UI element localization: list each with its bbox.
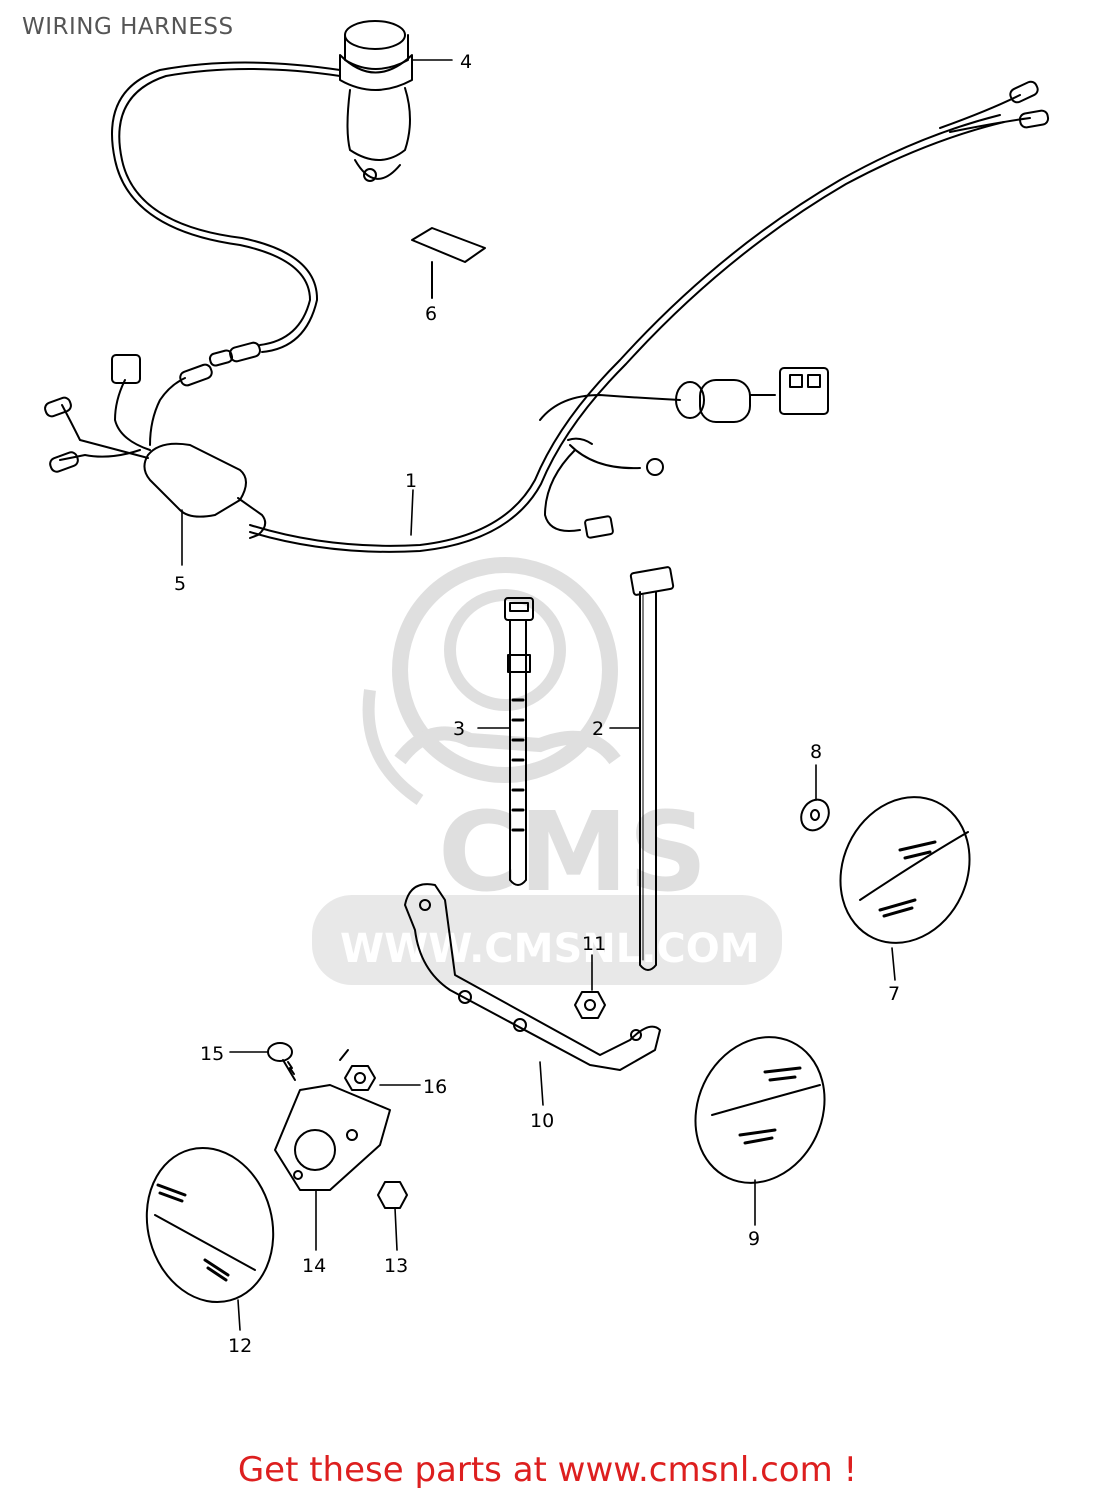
nut-11 [574, 991, 606, 1019]
band-short [504, 597, 534, 886]
callout-4: 4 [460, 51, 472, 73]
bullet-connector-top [1009, 80, 1050, 129]
callout-1: 1 [405, 470, 417, 492]
callout-5: 5 [174, 573, 186, 595]
callout-3: 3 [453, 718, 465, 740]
switch-assembly [111, 20, 413, 367]
label-sticker [411, 227, 486, 299]
callout-11: 11 [582, 933, 606, 955]
lamp-lens-12 [145, 1146, 275, 1304]
flat-connector [111, 354, 141, 384]
footer-cta[interactable]: Get these parts at www.cmsnl.com ! [237, 1450, 858, 1490]
headlight-bracket [404, 883, 661, 1071]
nut-16 [339, 1049, 376, 1091]
lamp-lens-9 [694, 1036, 826, 1184]
callout-16: 16 [423, 1076, 447, 1098]
callout-15: 15 [200, 1043, 224, 1065]
callout-6: 6 [425, 303, 437, 325]
callout-labels: 1 2 3 4 5 6 7 8 9 10 11 12 13 14 15 16 [174, 51, 900, 1357]
washer-8 [800, 798, 830, 832]
harness-coupler-grommet [675, 367, 829, 423]
lamp-lens-7 [839, 796, 971, 944]
page-title: WIRING HARNESS [22, 14, 234, 40]
callout-8: 8 [810, 741, 822, 763]
screw-15 [267, 1042, 296, 1081]
ring-terminal [646, 458, 664, 476]
watermark-logo-text: CMS [438, 788, 707, 916]
band-long [629, 566, 675, 971]
callout-7: 7 [888, 983, 900, 1005]
mounting-plate-14 [274, 1084, 391, 1191]
callout-9: 9 [748, 1228, 760, 1250]
callout-10: 10 [530, 1110, 554, 1132]
callout-12: 12 [228, 1335, 252, 1357]
nut-13 [377, 1181, 408, 1209]
leader-lines [181, 59, 896, 1331]
harness-sleeve [44, 354, 267, 539]
watermark-url: WWW.CMSNL.COM [340, 926, 760, 972]
callout-14: 14 [302, 1255, 326, 1277]
wiring-harness-main [249, 80, 1050, 553]
callout-2: 2 [592, 718, 604, 740]
watermark-logo: CMS WWW.CMSNL.COM [312, 557, 782, 985]
callout-13: 13 [384, 1255, 408, 1277]
